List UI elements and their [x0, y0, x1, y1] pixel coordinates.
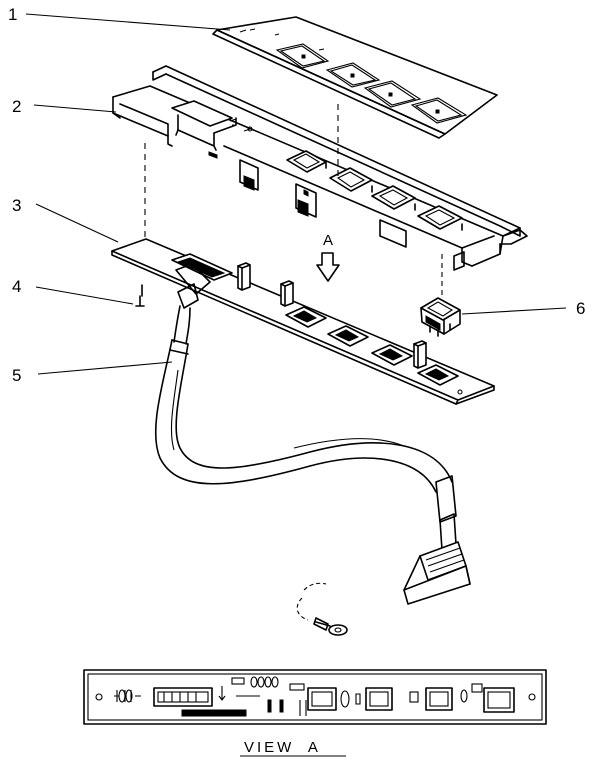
- housing-key-holes: [286, 150, 463, 231]
- callout-2: 2: [12, 97, 21, 116]
- overlay-key-windows: [239, 28, 468, 124]
- leader-lines: [25, 13, 567, 375]
- view-arrow-letter: A: [323, 232, 333, 249]
- callout-6: 6: [576, 299, 585, 318]
- callout-3: 3: [12, 196, 21, 215]
- board-switches: [285, 306, 459, 386]
- part-4-screw: [135, 284, 145, 307]
- view-a-arrow: A: [316, 232, 340, 282]
- view-a-caption: VIEW A: [240, 739, 346, 757]
- view-a-panel: [83, 669, 547, 725]
- part-3-circuit-board: [111, 238, 495, 405]
- callout-5: 5: [12, 366, 21, 385]
- callout-1: 1: [8, 5, 17, 24]
- part-5-ribbon-cable: [154, 263, 471, 636]
- part-2-housing: [112, 65, 528, 271]
- callout-numbers: 1 2 3 4 5 6: [8, 5, 585, 385]
- callout-4: 4: [12, 277, 21, 296]
- part-1-overlay-strip: [212, 16, 498, 139]
- alignment-guides: [144, 104, 443, 296]
- view-a-caption-text: VIEW A: [244, 739, 321, 756]
- part-6-key-switch: [420, 297, 461, 337]
- view-a-switches: [307, 683, 515, 713]
